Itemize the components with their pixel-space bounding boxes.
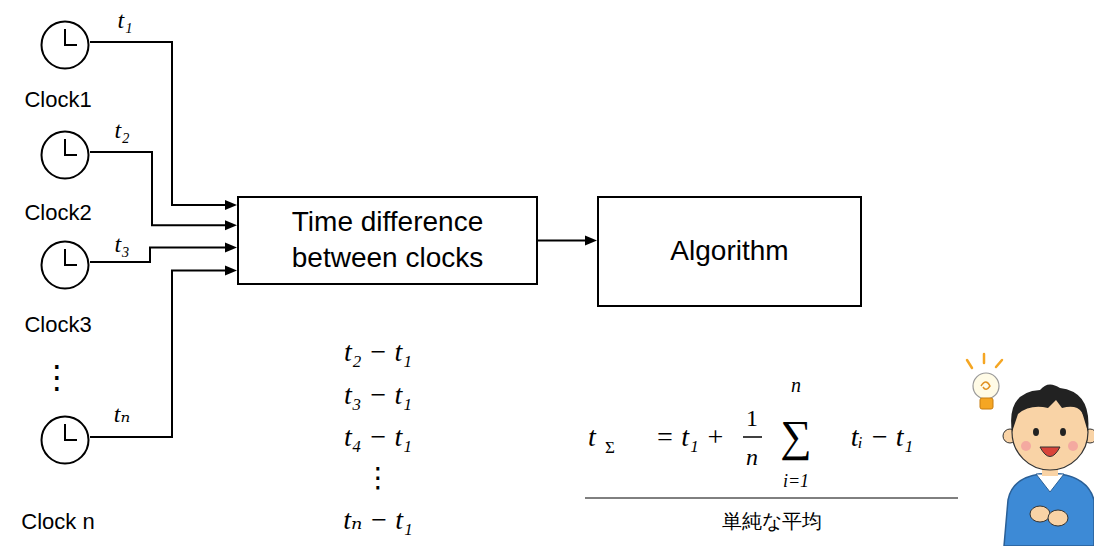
- light-ray: [996, 360, 1002, 367]
- shirt: [1004, 474, 1094, 546]
- mouth: [1040, 447, 1060, 457]
- clock-face: [40, 240, 90, 290]
- process-box: Algorithm: [597, 196, 862, 307]
- box-text: Algorithm: [670, 233, 788, 269]
- hand: [1048, 510, 1068, 526]
- underline: [585, 498, 958, 499]
- bulb-glass: [973, 373, 999, 399]
- hand: [1030, 506, 1050, 522]
- signal-label: tₙ: [114, 401, 130, 427]
- clock-label: Clock3: [0, 312, 123, 338]
- clock-label: Clock2: [0, 200, 123, 226]
- clock-label: Clock1: [0, 87, 123, 113]
- clock-symbol: Clock3: [5, 240, 125, 290]
- light-ray: [967, 360, 972, 368]
- formula-subscript: Σ: [605, 439, 615, 458]
- fraction-numerator: 1: [746, 405, 758, 431]
- connector-line: [90, 271, 227, 437]
- fraction-bar: [743, 436, 762, 438]
- sum-upper-limit: n: [791, 374, 801, 396]
- fraction-denominator: n: [746, 444, 758, 470]
- connector: [90, 42, 237, 210]
- light-ray: [983, 354, 986, 363]
- clock-outline: [42, 417, 89, 464]
- clock-outline: [42, 132, 89, 179]
- formula-part: = t₁ +: [655, 422, 724, 453]
- clock-symbol: Clock n: [5, 415, 125, 465]
- difference-term: t₃ − t₁: [344, 380, 412, 411]
- connector-line: [90, 247, 227, 262]
- cheek: [1068, 441, 1078, 451]
- difference-term: tₙ − t₁: [343, 505, 413, 536]
- bulb-base: [980, 398, 993, 409]
- collar: [1036, 474, 1064, 492]
- hair: [1011, 384, 1088, 432]
- person-illustration: [967, 354, 1094, 546]
- connector: [90, 266, 237, 437]
- clock-face: [40, 20, 90, 70]
- connector: [90, 152, 237, 230]
- signal-label: t₁: [117, 7, 132, 33]
- eye: [1033, 428, 1039, 436]
- clock-symbol: Clock2: [5, 130, 125, 180]
- clock-symbol: Clock1: [5, 20, 125, 70]
- clock-label: Clock n: [0, 509, 123, 535]
- cheek: [1021, 441, 1031, 451]
- lightbulb: [967, 354, 1002, 409]
- clock-face: [40, 415, 90, 465]
- clock-hands: [65, 424, 77, 440]
- clock-hands: [65, 249, 77, 265]
- ellipsis: ⋮: [364, 463, 392, 494]
- sum-lower-limit: i=1: [783, 472, 809, 492]
- clock-hands: [65, 139, 77, 155]
- process-box: Time difference between clocks: [237, 196, 538, 285]
- formula-part: tᵢ − t₁: [851, 422, 914, 453]
- eye: [1060, 428, 1066, 436]
- clock-outline: [42, 22, 89, 69]
- clock-hands: [65, 29, 77, 45]
- connector: [90, 242, 237, 262]
- connector-line: [538, 239, 587, 241]
- sum-sign: ∑: [780, 413, 811, 461]
- connector: [538, 235, 597, 245]
- clock-outline: [42, 242, 89, 289]
- box-text: Time difference between clocks: [251, 204, 524, 277]
- formula-caption: 単純な平均: [722, 510, 822, 532]
- clock-face: [40, 130, 90, 180]
- signal-label: t₃: [114, 231, 129, 257]
- difference-term: t₂ − t₁: [344, 337, 412, 368]
- formula-symbol: t: [588, 422, 596, 453]
- connector-line: [90, 42, 227, 205]
- bulb-filament: [981, 382, 990, 389]
- signal-label: t₂: [114, 117, 129, 143]
- ellipsis: ⋮: [41, 360, 73, 395]
- connector-line: [90, 152, 227, 225]
- difference-term: t₄ − t₁: [344, 422, 412, 453]
